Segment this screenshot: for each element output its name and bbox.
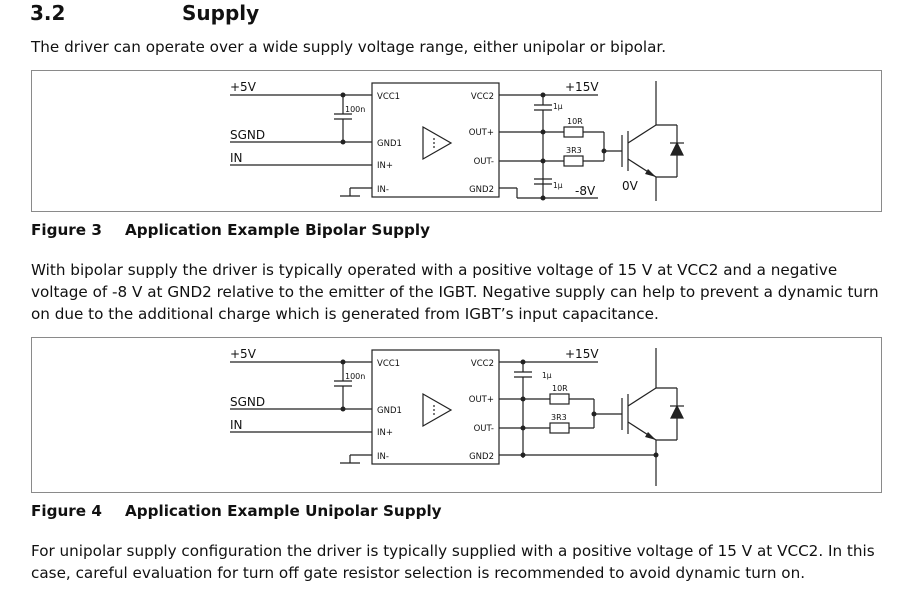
figure-4-number: Figure 4 — [31, 502, 102, 520]
pin-vcc2: VCC2 — [471, 359, 494, 369]
label-5v: +5V — [230, 80, 257, 94]
figure-3-number: Figure 3 — [31, 221, 102, 239]
pin-out-minus: OUT- — [474, 424, 494, 434]
intro-paragraph: The driver can operate over a wide suppl… — [31, 38, 667, 56]
bipolar-paragraph-line-2: voltage of -8 V at GND2 relative to the … — [31, 283, 879, 301]
label-cap-100n: 100n — [345, 372, 365, 381]
label-15v: +15V — [565, 347, 599, 361]
pin-out-plus: OUT+ — [469, 395, 494, 405]
bipolar-supply-schematic: +5V SGND IN 100n VCC1 GND1 IN+ IN- VCC2 … — [230, 80, 684, 201]
label-r-10r: 10R — [567, 117, 583, 126]
label-r-3r3: 3R3 — [551, 413, 567, 422]
label-cap-100n: 100n — [345, 105, 365, 114]
pin-out-minus: OUT- — [474, 157, 494, 167]
unipolar-paragraph-line-1: For unipolar supply configuration the dr… — [31, 542, 875, 560]
figure-4-title: Application Example Unipolar Supply — [125, 502, 442, 520]
label-cap-1u: 1µ — [553, 102, 563, 111]
label-5v: +5V — [230, 347, 257, 361]
label-sgnd: SGND — [230, 395, 265, 409]
label-r-3r3: 3R3 — [566, 146, 582, 155]
label-in: IN — [230, 418, 243, 432]
label-r-10r: 10R — [552, 384, 568, 393]
section-title: Supply — [182, 1, 260, 25]
bipolar-paragraph-line-3: on due to the additional charge which is… — [31, 305, 659, 323]
unipolar-supply-schematic: +5V SGND IN 100n VCC1 GND1 IN+ IN- VCC2 … — [230, 347, 684, 486]
label-cap-1u: 1µ — [542, 371, 552, 380]
label-0v: 0V — [622, 179, 639, 193]
figure-4-schematic: +5V SGND IN 100n VCC1 GND1 IN+ IN- VCC2 … — [31, 337, 882, 493]
label-sgnd: SGND — [230, 128, 265, 142]
pin-gnd1: GND1 — [377, 139, 402, 149]
unipolar-paragraph-line-2: case, careful evaluation for turn off ga… — [31, 564, 806, 582]
pin-vcc2: VCC2 — [471, 92, 494, 102]
section-number: 3.2 — [30, 1, 66, 25]
label-neg-8v: -8V — [575, 184, 596, 198]
label-cap-1u-neg: 1µ — [553, 181, 563, 190]
pin-in-minus: IN- — [377, 452, 389, 462]
label-in: IN — [230, 151, 243, 165]
figure-3-title: Application Example Bipolar Supply — [125, 221, 430, 239]
pin-in-plus: IN+ — [377, 161, 393, 171]
pin-gnd2: GND2 — [469, 185, 494, 195]
pin-vcc1: VCC1 — [377, 359, 400, 369]
pin-in-minus: IN- — [377, 185, 389, 195]
label-15v: +15V — [565, 80, 599, 94]
figure-3-schematic: +5V SGND IN 100n VCC1 GND1 IN+ IN- VCC2 … — [31, 70, 882, 212]
pin-gnd2: GND2 — [469, 452, 494, 462]
pin-in-plus: IN+ — [377, 428, 393, 438]
pin-out-plus: OUT+ — [469, 128, 494, 138]
pin-gnd1: GND1 — [377, 406, 402, 416]
bipolar-paragraph-line-1: With bipolar supply the driver is typica… — [31, 261, 838, 279]
pin-vcc1: VCC1 — [377, 92, 400, 102]
